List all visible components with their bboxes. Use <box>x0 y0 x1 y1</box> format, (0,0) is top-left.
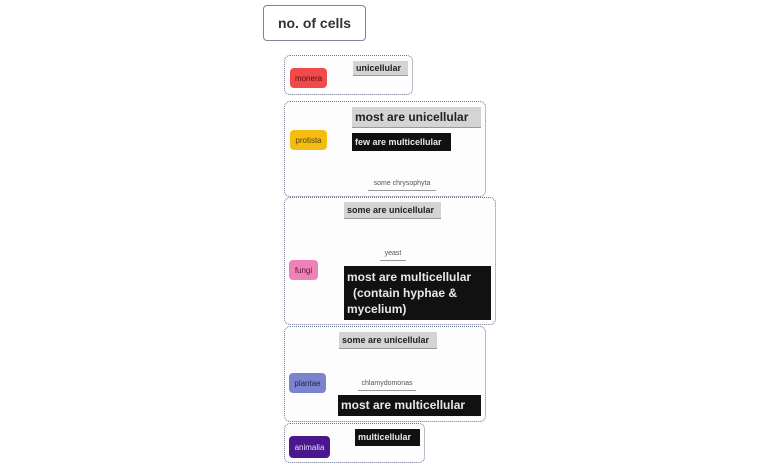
fungi-fact-line1: most are multicellular <box>347 270 472 284</box>
kingdom-animalia[interactable]: animalia <box>289 436 330 458</box>
plantae-fact-unicellular[interactable]: some are unicellular <box>339 332 437 349</box>
protista-fact-multicellular[interactable]: few are multicellular <box>352 133 451 151</box>
kingdom-plantae[interactable]: plantae <box>289 373 326 393</box>
root-node[interactable]: no. of cells <box>263 5 366 41</box>
kingdom-monera[interactable]: monera <box>290 68 327 88</box>
protista-note[interactable]: some chrysophyta <box>368 178 436 191</box>
fungi-fact-line3: mycelium) <box>347 302 407 316</box>
animalia-fact[interactable]: multicellular <box>355 429 420 446</box>
fungi-fact-multicellular[interactable]: most are multicellular (contain hyphae &… <box>344 266 491 320</box>
plantae-note[interactable]: chlamydomonas <box>358 378 416 391</box>
kingdom-fungi[interactable]: fungi <box>289 260 318 280</box>
fungi-note[interactable]: yeast <box>380 248 406 261</box>
fungi-fact-unicellular[interactable]: some are unicellular <box>344 202 441 219</box>
monera-fact[interactable]: unicellular <box>353 61 408 76</box>
fungi-fact-line2: (contain hyphae & <box>353 286 458 300</box>
protista-fact-unicellular[interactable]: most are unicellular <box>352 107 481 128</box>
kingdom-protista[interactable]: protista <box>290 130 327 150</box>
plantae-fact-multicellular[interactable]: most are multicellular <box>338 395 481 416</box>
